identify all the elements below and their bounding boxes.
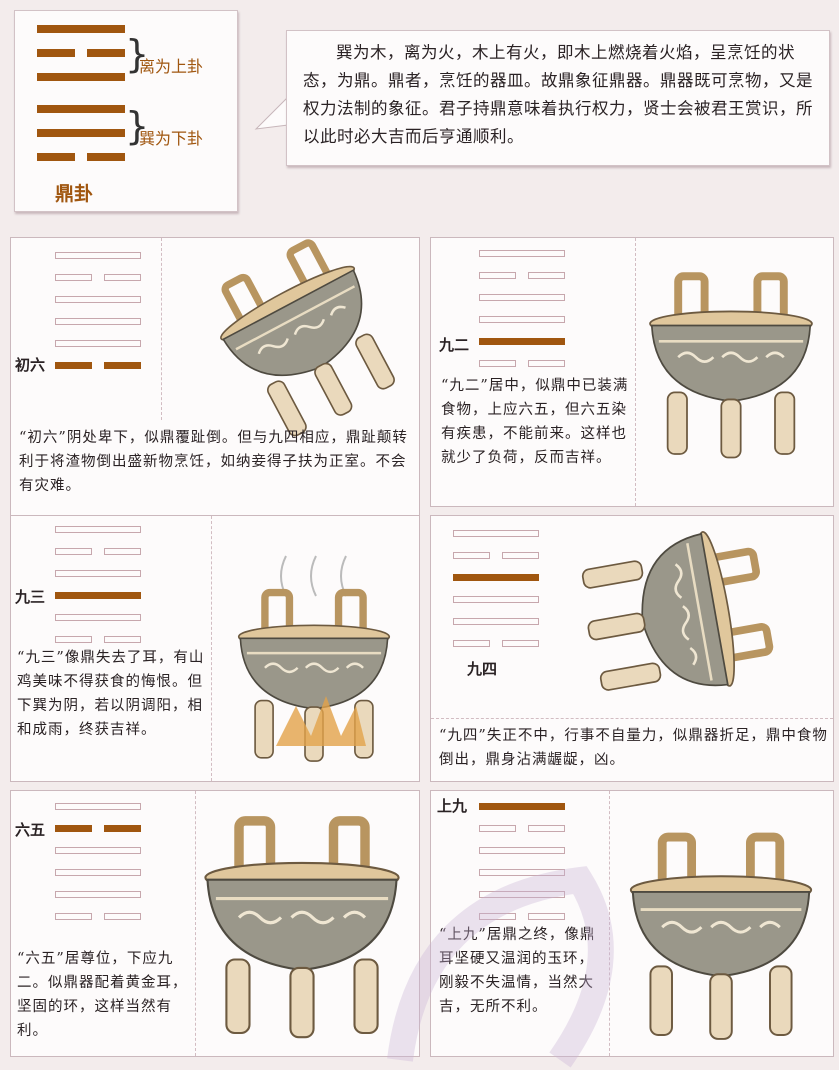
yin-line (104, 274, 141, 281)
gold-eared-ding-illustration (197, 803, 407, 1053)
full-ding-illustration (643, 266, 819, 466)
panel-shang-jiu: 上九 “上九”居鼎之终，像鼎耳坚硬又温润的玉环，刚毅不失温情，当然大吉，无所不利… (430, 790, 834, 1057)
yin-line (55, 636, 92, 643)
panel-jiu-si: 九四 “九四”失正不中，行事不自量力，似鼎器折足，鼎中食物倒出，鼎身沾满龌龊，凶… (430, 515, 834, 782)
yang-line (479, 294, 565, 301)
yin-line (87, 49, 125, 57)
panel-liu-wu: 六五 “六五”居尊位，下应九二。似鼎器配着黄金耳，坚固的环，这样当然有利。 (10, 790, 420, 1057)
hexagram-card: } } 离为上卦 巽为下卦 鼎卦 (14, 10, 238, 212)
divider (211, 516, 212, 781)
line-label: 初六 (15, 356, 46, 374)
yang-line (453, 530, 539, 537)
yang-line (55, 570, 141, 577)
yang-line (55, 847, 141, 854)
yang-line (479, 847, 565, 854)
divider (609, 791, 610, 1056)
yin-line (37, 153, 75, 161)
yin-line (502, 552, 539, 559)
panel-text: “初六”阴处卑下，似鼎覆趾倒。但与九四相应，鼎趾颠转利于将渣物倒出盛新物烹饪，如… (19, 430, 408, 494)
panel-chu-liu: 初六 “初六”阴处卑下，似鼎覆趾倒。但与九四相应，鼎趾颠转利于将渣物倒出盛新物烹… (10, 237, 420, 517)
yang-line (55, 296, 141, 303)
highlighted-yang-line (55, 592, 141, 599)
yang-line (453, 618, 539, 625)
ding-over-fire-illustration (226, 555, 402, 776)
yang-line (479, 891, 565, 898)
watermark-seal (387, 866, 614, 1068)
lower-brace: } (125, 104, 150, 148)
yang-line (55, 318, 141, 325)
yin-line (479, 825, 516, 832)
yin-line (528, 825, 565, 832)
yin-line (479, 360, 516, 367)
yang-line (55, 340, 141, 347)
yang-line (453, 596, 539, 603)
intro-box: 巽为木，离为火，木上有火，即木上燃烧着火焰，呈烹饪的状态，为鼎。鼎者，烹饪的器皿… (286, 30, 830, 166)
divider (161, 238, 162, 420)
yang-line (37, 25, 125, 33)
highlighted-yang-line (453, 574, 539, 581)
yin-line (502, 640, 539, 647)
highlighted-yang-line (479, 803, 565, 810)
divider (635, 238, 636, 506)
yin-line (104, 636, 141, 643)
yin-line (528, 272, 565, 279)
broken-leg-ding-illustration (563, 515, 789, 717)
hexagram-name: 鼎卦 (55, 183, 94, 205)
yin-line (479, 913, 516, 920)
yang-line (55, 869, 141, 876)
yang-line (37, 105, 125, 113)
yin-line (453, 640, 490, 647)
line-label: 九四 (467, 660, 498, 678)
panel-jiu-san: 九三 “九三”像鼎失去了耳，有山鸡美味不得获食的悔恨。但下巽为阴，若以阴调阳，相… (10, 515, 420, 782)
panel-text: “九二”居中，似鼎中已装满食物，上应六五，但六五染有疾患，不能前来。这样也就少了… (441, 378, 629, 466)
lower-trigram-label: 巽为下卦 (139, 129, 204, 148)
yang-line (479, 250, 565, 257)
yang-line (479, 316, 565, 323)
yin-line (37, 49, 75, 57)
yin-line (87, 153, 125, 161)
yang-line (55, 614, 141, 621)
yin-line (104, 548, 141, 555)
highlighted-yin-line (55, 362, 92, 369)
yin-line (55, 548, 92, 555)
panel-text: “六五”居尊位，下应九二。似鼎器配着黄金耳，坚固的环，这样当然有利。 (17, 951, 188, 1039)
yin-line (528, 913, 565, 920)
line-label: 上九 (437, 797, 468, 815)
line-label: 九二 (439, 336, 470, 354)
yang-line (55, 803, 141, 810)
divider (431, 718, 833, 719)
panel-text: “九四”失正不中，行事不自量力，似鼎器折足，鼎中食物倒出，鼎身沾满龌龊，凶。 (439, 728, 828, 768)
upper-trigram-label: 离为上卦 (139, 57, 204, 76)
line-label: 九三 (15, 588, 46, 606)
yang-line (55, 526, 141, 533)
yang-line (37, 73, 125, 81)
highlighted-yin-line (55, 825, 92, 832)
yin-line (528, 360, 565, 367)
yang-line (37, 129, 125, 137)
panel-text: “上九”居鼎之终，像鼎耳坚硬又温润的玉环，刚毅不失温情，当然大吉，无所不利。 (439, 927, 596, 1015)
divider (195, 791, 196, 1056)
intro-text: 巽为木，离为火，木上有火，即木上燃烧着火焰，呈烹饪的状态，为鼎。鼎者，烹饪的器皿… (303, 43, 813, 146)
yin-line (55, 913, 92, 920)
yang-line (479, 869, 565, 876)
jade-ring-ding-illustration (623, 827, 819, 1047)
yang-line (55, 252, 141, 259)
yin-line (55, 274, 92, 281)
speech-pointer (254, 96, 289, 130)
upper-brace: } (125, 32, 150, 76)
panel-text: “九三”像鼎失去了耳，有山鸡美味不得获食的悔恨。但下巽为阴，若以阴调阳，相和成雨… (17, 650, 205, 738)
highlighted-yang-line (479, 338, 565, 345)
yin-line (104, 913, 141, 920)
yin-line (453, 552, 490, 559)
highlighted-yin-line (104, 825, 141, 832)
highlighted-yin-line (104, 362, 141, 369)
yin-line (479, 272, 516, 279)
line-label: 六五 (15, 821, 46, 839)
panel-jiu-er: 九二 “九二”居中，似鼎中已装满食物，上应六五，但六五染有疾患，不能前来。这样也… (430, 237, 834, 507)
overturned-ding-illustration (189, 219, 424, 458)
yang-line (55, 891, 141, 898)
